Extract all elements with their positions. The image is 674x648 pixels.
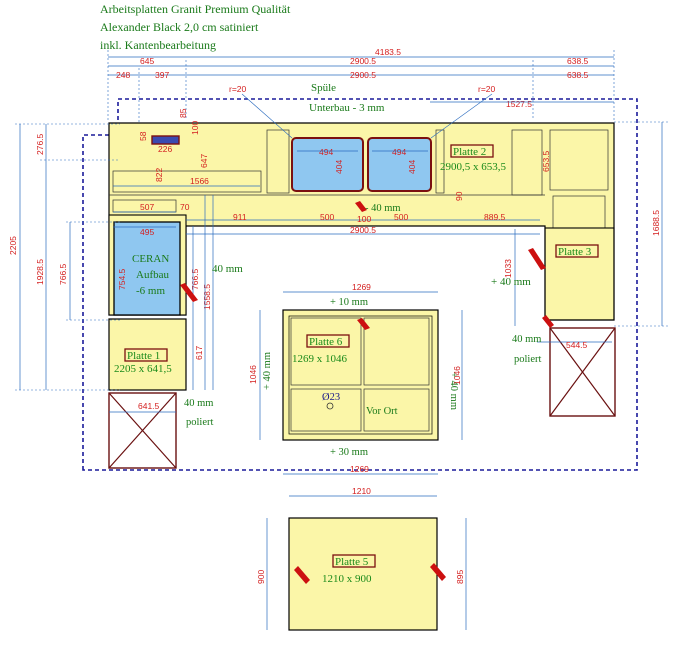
dim-1566: 1566 <box>190 176 209 186</box>
dim-1558: 1558.5 <box>202 284 212 310</box>
dim-4183: 4183.5 <box>375 47 401 57</box>
label-unterbau: Unterbau - 3 mm <box>309 102 385 114</box>
dim-226: 226 <box>158 144 172 154</box>
platte-5-name: Platte 5 <box>335 556 369 568</box>
dim-494-right: 494 <box>392 147 406 157</box>
dim-500-b: 500 <box>394 212 408 222</box>
label-r20-right: r=20 <box>478 84 496 94</box>
label-ceran-6mm: -6 mm <box>136 285 165 297</box>
label-d23: Ø23 <box>322 392 340 403</box>
dim-1527: 1527.5 <box>506 99 532 109</box>
label-aufbau: Aufbau <box>136 269 169 281</box>
dim-544: 544.5 <box>566 340 588 350</box>
dim-911: 911 <box>233 212 247 222</box>
label-poliert-left: poliert <box>186 417 213 428</box>
dim-2900-top: 2900.5 <box>350 56 376 66</box>
dim-1046-left: 1046 <box>248 365 258 384</box>
hole-d23 <box>326 402 334 410</box>
dim-495: 495 <box>140 227 154 237</box>
platte-1-slab <box>108 318 187 391</box>
dim-1033: 1033 <box>503 259 513 278</box>
platte-2-name: Platte 2 <box>453 146 486 158</box>
label-p6-bottom: + 30 mm <box>330 447 368 458</box>
dim-900: 900 <box>256 570 266 584</box>
label-40mm-left: 40 mm <box>184 398 213 409</box>
dim-100-a: 100 <box>190 121 200 135</box>
platte-6-slab <box>282 309 439 441</box>
top-dimensions: 4183.5 645 2900.5 638.5 248 397 2900.5 6… <box>107 47 615 130</box>
platte-2-size: 2900,5 x 653,5 <box>440 161 507 173</box>
label-poliert-right: poliert <box>514 354 541 365</box>
platte-5-slab <box>288 517 438 631</box>
label-ceran: CERAN <box>132 253 169 265</box>
dim-1046-right: 1046 <box>452 366 462 385</box>
dim-248: 248 <box>116 70 130 80</box>
label-40mm-right: 40 mm <box>512 334 541 345</box>
label-40mm-right-top: + 40 mm <box>491 276 531 288</box>
dim-822: 822 <box>154 168 164 182</box>
label-vor-ort: Vor Ort <box>366 406 398 417</box>
dim-766-left: 766.5 <box>58 263 68 285</box>
dim-276: 276.5 <box>35 133 45 155</box>
dim-404-right: 404 <box>407 160 417 174</box>
dim-638-top: 638.5 <box>567 56 589 66</box>
dim-397: 397 <box>155 70 169 80</box>
dim-2900-second: 2900.5 <box>350 70 376 80</box>
dim-1269-bottom: 1269 <box>350 464 369 474</box>
dim-1688: 1688.5 <box>651 210 661 236</box>
platte-5-size: 1210 x 900 <box>322 573 372 585</box>
dim-507: 507 <box>140 202 154 212</box>
outer-contour <box>82 98 638 471</box>
dim-641: 641.5 <box>138 401 160 411</box>
label-r20-left: r=20 <box>229 84 247 94</box>
dim-90: 90 <box>454 191 464 201</box>
dim-647: 647 <box>199 154 209 168</box>
dim-100-b: 100 <box>357 214 371 224</box>
dim-2205: 2205 <box>8 236 18 255</box>
header-line-3: inkl. Kantenbearbeitung <box>100 38 216 52</box>
dim-494-left: 494 <box>319 147 333 157</box>
dim-2900-mid: 2900.5 <box>350 225 376 235</box>
ceran-hob <box>113 221 181 316</box>
label-p6-left: + 40 mm <box>262 352 273 390</box>
label-p6-right: + 40 mm <box>448 372 459 410</box>
platte-6-size: 1269 x 1046 <box>292 353 348 365</box>
label-40mm-sink: - 40 mm <box>365 203 401 214</box>
dim-404-left: 404 <box>334 160 344 174</box>
dim-617: 617 <box>194 346 204 360</box>
dim-1928: 1928.5 <box>35 259 45 285</box>
cabinet-x-right <box>549 327 616 417</box>
dim-895: 895 <box>455 570 465 584</box>
dim-85: 85 <box>178 108 188 118</box>
dim-1269-top: 1269 <box>352 282 371 292</box>
dim-638-second: 638.5 <box>567 70 589 80</box>
sink-left <box>291 137 364 192</box>
dim-766-mid: 766.5 <box>190 268 200 290</box>
sink-right <box>367 137 432 192</box>
platte-1-name: Platte 1 <box>127 350 160 362</box>
platte-3-name: Platte 3 <box>558 246 592 258</box>
dim-653: 653.5 <box>541 150 551 172</box>
label-40mm-mid: 40 mm <box>212 263 243 275</box>
label-spuele: Spüle <box>311 82 336 94</box>
dim-645: 645 <box>140 56 154 66</box>
note-marks <box>180 201 554 584</box>
platte-6-name: Platte 6 <box>309 336 343 348</box>
dim-500-a: 500 <box>320 212 334 222</box>
small-element <box>151 135 180 145</box>
label-p6-top: + 10 mm <box>330 297 368 308</box>
dim-58: 58 <box>138 131 148 141</box>
dim-70: 70 <box>180 202 190 212</box>
header-line-1: Arbeitsplatten Granit Premium Qualität <box>100 2 291 16</box>
header-line-2: Alexander Black 2,0 cm satiniert <box>100 20 259 34</box>
platte-1-size: 2205 x 641,5 <box>114 363 172 375</box>
dim-754: 754.5 <box>117 268 127 290</box>
dim-889: 889.5 <box>484 212 506 222</box>
cabinet-x-left <box>108 392 177 469</box>
dim-1210: 1210 <box>352 486 371 496</box>
left-dimensions: 2205 276.5 1928.5 766.5 <box>8 123 120 391</box>
